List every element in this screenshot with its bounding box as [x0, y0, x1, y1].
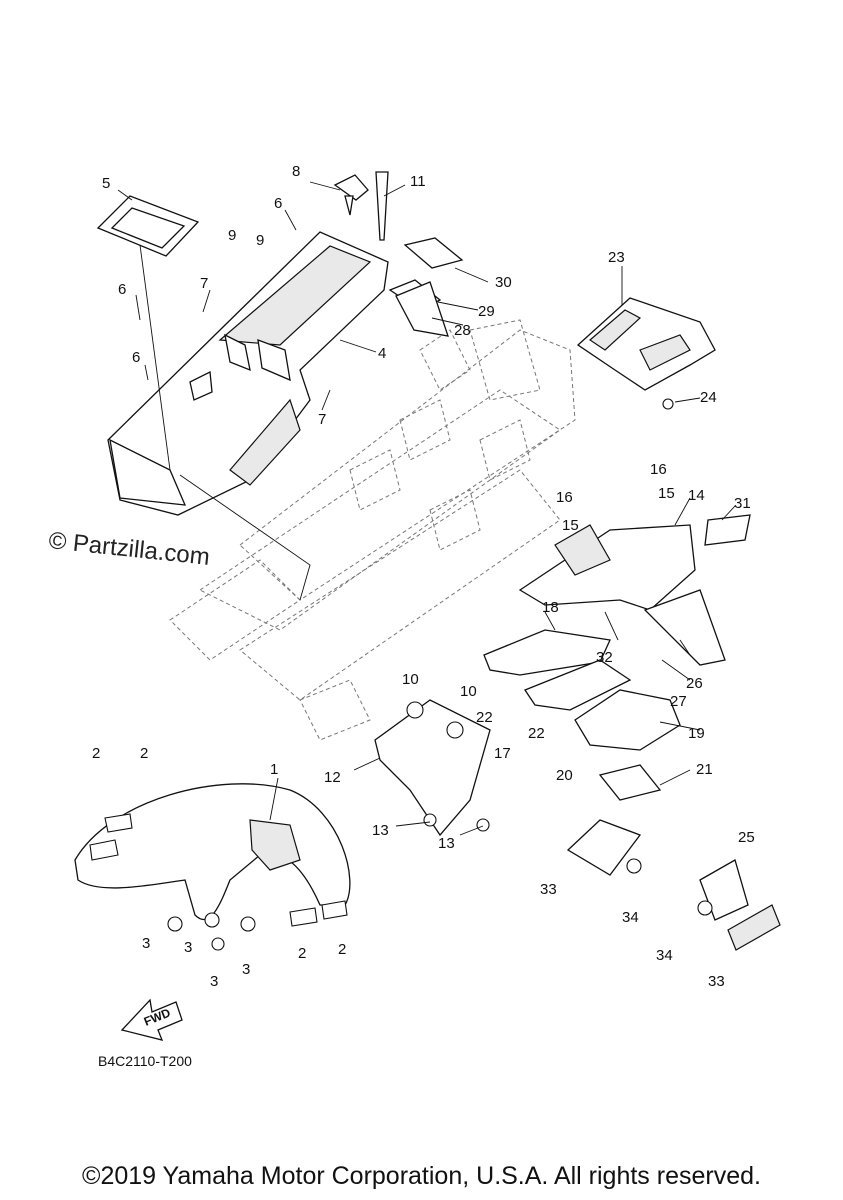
watermark: © Partzilla.com — [47, 527, 211, 571]
callout-leaders — [117, 181, 736, 836]
copyright-notice: ©2019 Yamaha Motor Corporation, U.S.A. A… — [82, 1162, 761, 1190]
callout-32: 32 — [596, 649, 613, 666]
callout-16: 16 — [650, 461, 667, 478]
callout-17: 17 — [494, 745, 511, 762]
callout-15: 15 — [658, 485, 675, 502]
callout-10: 10 — [460, 683, 477, 700]
callout-30: 30 — [495, 274, 512, 291]
callout-24: 24 — [700, 389, 717, 406]
part-18-17-bracket — [483, 629, 632, 711]
callout-9: 9 — [228, 227, 236, 244]
callout-3: 3 — [242, 961, 250, 978]
part-28-29-30-plates — [388, 237, 464, 337]
part-11-cable-tie — [375, 171, 389, 241]
callout-6: 6 — [132, 349, 140, 366]
part-33-reflector-left — [566, 819, 642, 876]
diagram-code: B4C2110-T200 — [98, 1053, 192, 1069]
part-12-cover — [374, 699, 491, 837]
callout-9: 9 — [256, 232, 264, 249]
callout-20: 20 — [556, 767, 573, 784]
callout-2: 2 — [140, 745, 148, 762]
callout-7: 7 — [318, 411, 326, 428]
callout-1: 1 — [270, 761, 278, 778]
callout-27: 27 — [670, 693, 687, 710]
callout-12: 12 — [324, 769, 341, 786]
fwd-arrow-icon: FWD — [120, 998, 183, 1041]
callout-11: 11 — [410, 173, 426, 190]
callout-16: 16 — [556, 489, 573, 506]
callout-19: 19 — [688, 725, 705, 742]
part-33-reflector-right — [727, 904, 781, 951]
callout-6: 6 — [274, 195, 282, 212]
part-1-front-fender — [74, 783, 351, 951]
callout-15: 15 — [562, 517, 579, 534]
callout-3: 3 — [210, 973, 218, 990]
callout-5: 5 — [102, 175, 110, 192]
callout-31: 31 — [734, 495, 751, 512]
part-24-bolt — [662, 398, 674, 410]
part-19-plate-holder — [574, 689, 681, 801]
callout-34: 34 — [656, 947, 673, 964]
callout-26: 26 — [686, 675, 703, 692]
callout-layer: 5 6 6 6 9 9 7 7 8 11 30 29 28 4 23 24 16… — [92, 163, 755, 990]
part-14-tail-housing — [518, 514, 751, 666]
callout-23: 23 — [608, 249, 625, 266]
callout-6: 6 — [118, 281, 126, 298]
callout-8: 8 — [292, 163, 300, 180]
callout-28: 28 — [454, 322, 471, 339]
callout-18: 18 — [542, 599, 559, 616]
callout-33: 33 — [708, 973, 725, 990]
callout-3: 3 — [142, 935, 150, 952]
callout-14: 14 — [688, 487, 705, 504]
part-34-nuts — [626, 858, 713, 916]
part-8-clamp — [333, 174, 369, 216]
callout-33: 33 — [540, 881, 557, 898]
callout-22: 22 — [476, 709, 493, 726]
callout-25: 25 — [738, 829, 755, 846]
callout-7: 7 — [200, 275, 208, 292]
callout-21: 21 — [696, 761, 713, 778]
callout-22: 22 — [528, 725, 545, 742]
callout-13: 13 — [438, 835, 455, 852]
callout-3: 3 — [184, 939, 192, 956]
callout-2: 2 — [298, 945, 306, 962]
callout-2: 2 — [338, 941, 346, 958]
callout-4: 4 — [378, 345, 386, 362]
part-23-rear-cover — [576, 297, 716, 391]
callout-10: 10 — [402, 671, 419, 688]
part-4-rear-inner-fender — [107, 231, 389, 601]
callout-29: 29 — [478, 303, 495, 320]
callout-2: 2 — [92, 745, 100, 762]
part-5-tray-rubber — [96, 195, 200, 257]
callout-13: 13 — [372, 822, 389, 839]
callout-34: 34 — [622, 909, 639, 926]
